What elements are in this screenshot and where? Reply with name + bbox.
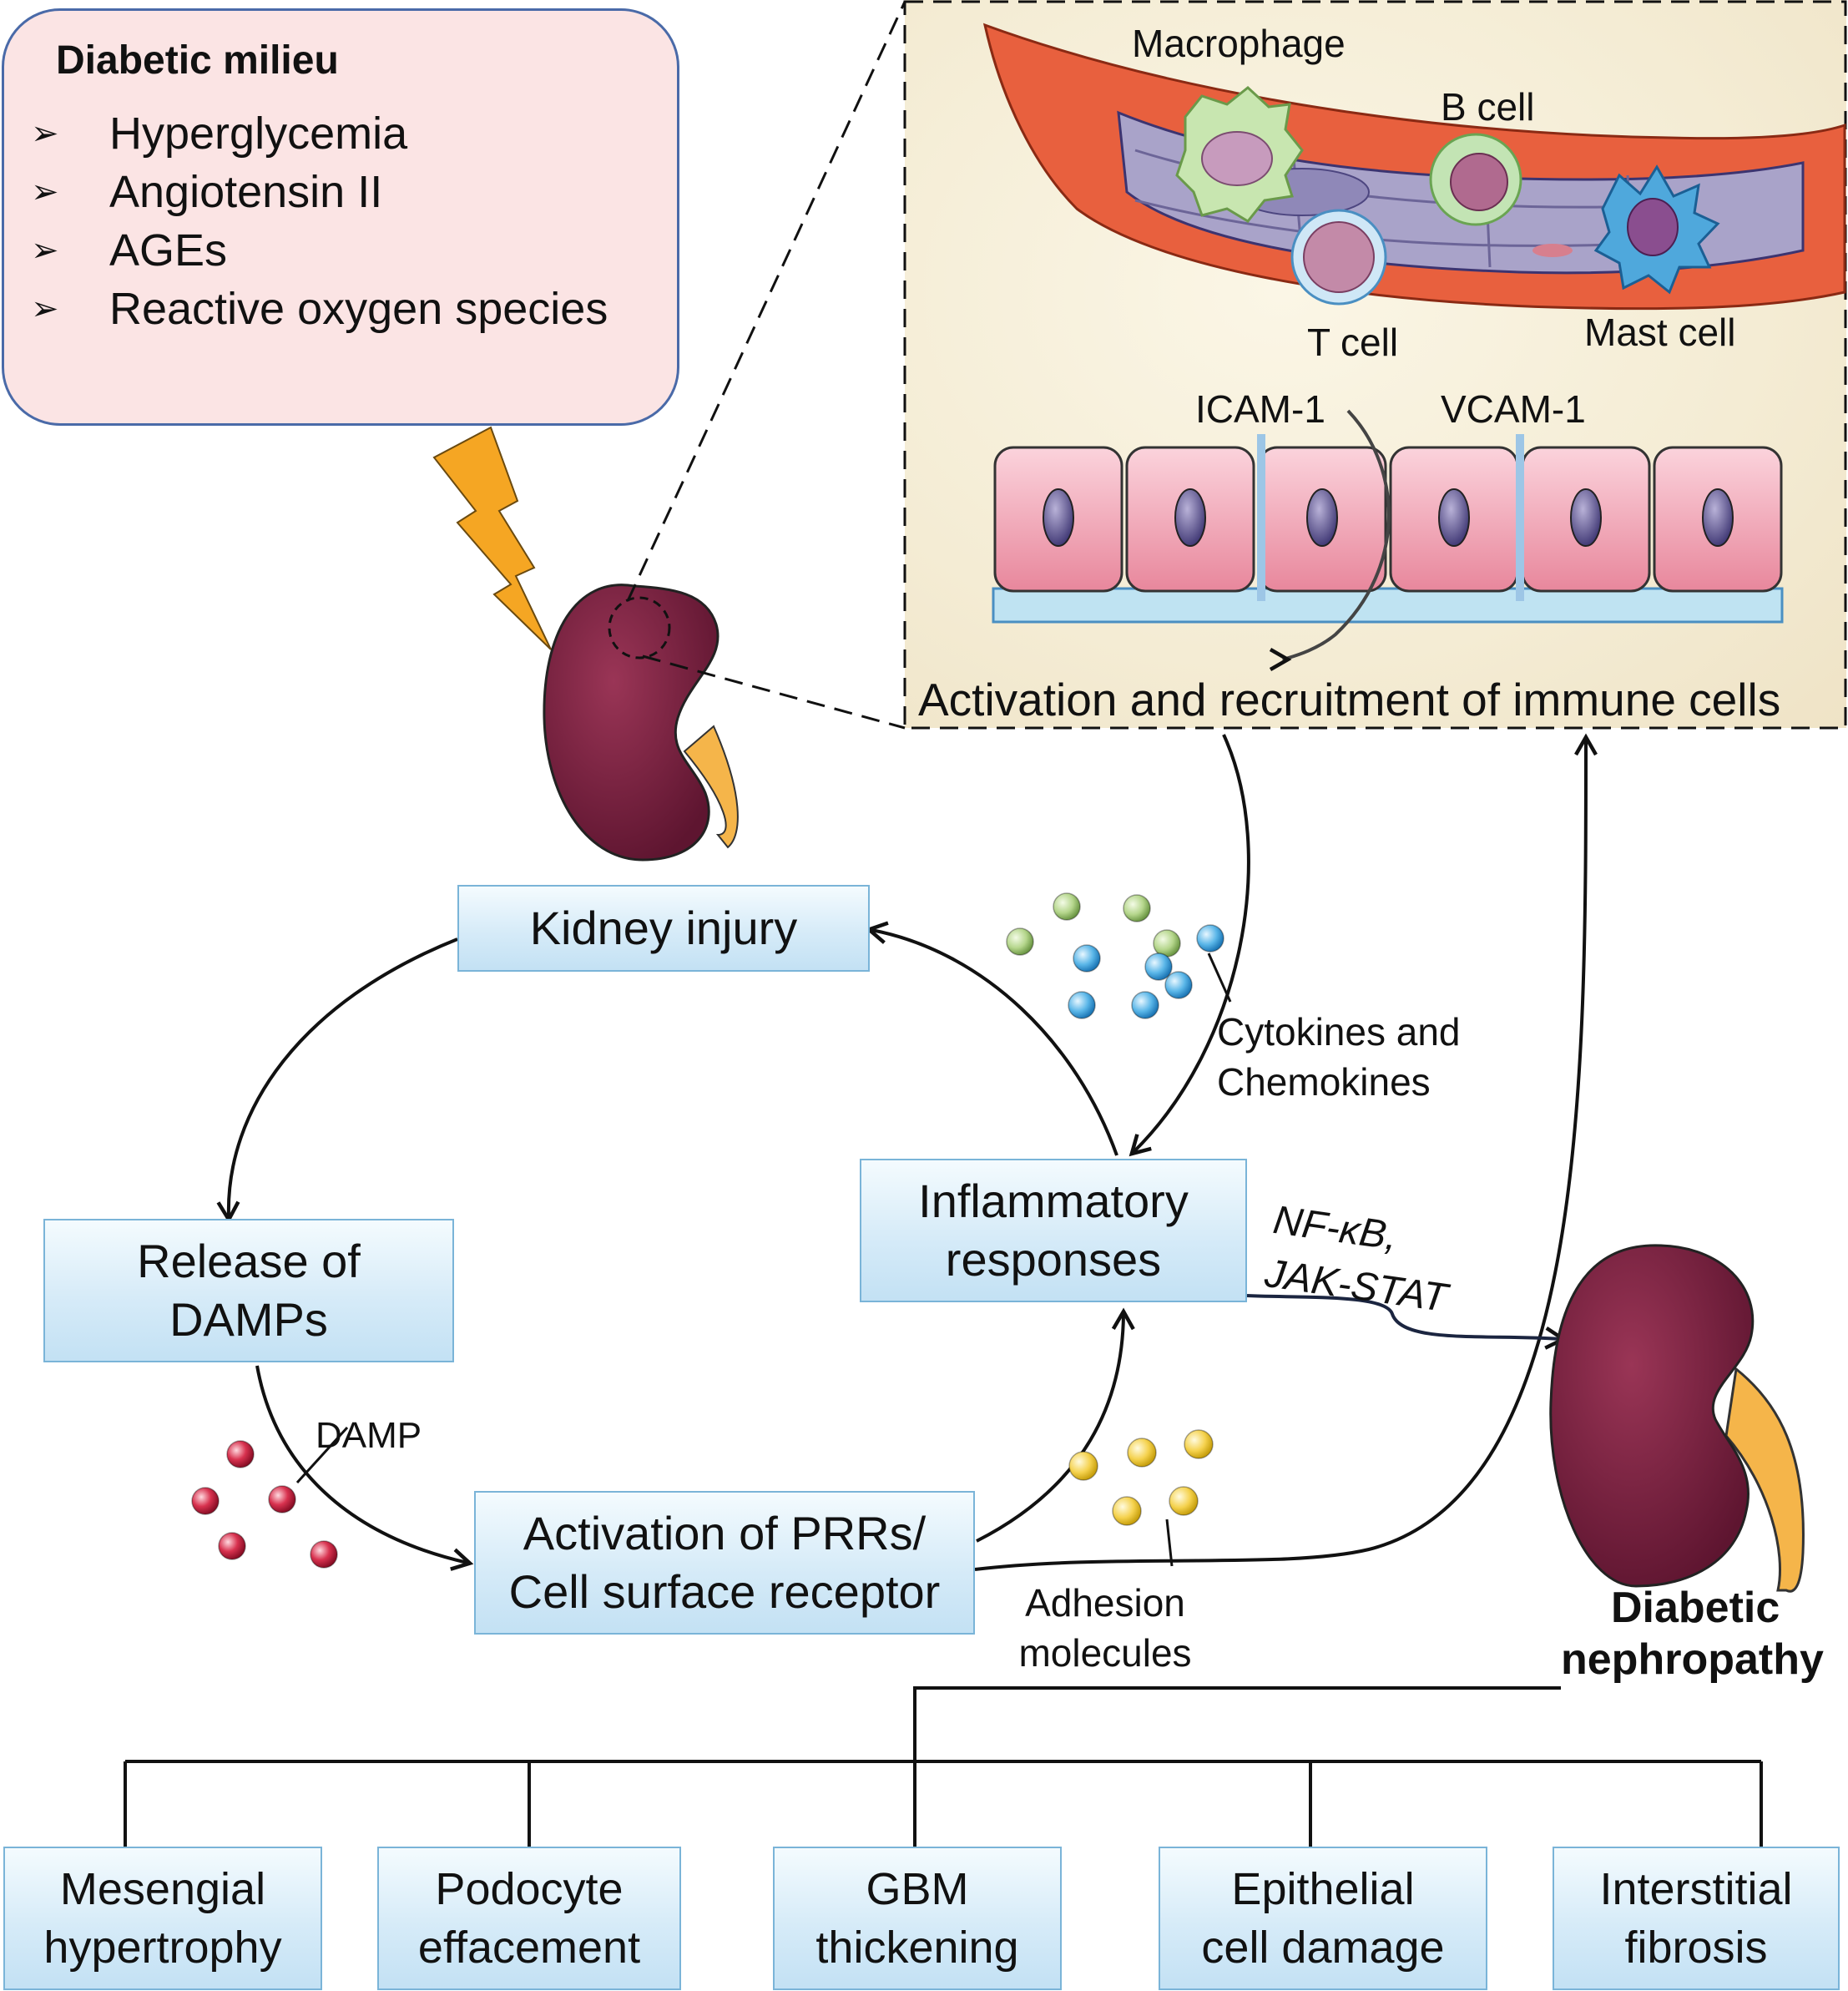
cell-nucleus xyxy=(1174,488,1206,547)
kidney-icon xyxy=(543,584,739,862)
endothelial-cell-row xyxy=(993,446,1783,593)
arrowhead-bullet-icon: ➢ xyxy=(31,291,59,327)
milieu-title: Diabetic milieu xyxy=(56,38,339,83)
list-item: ➢AGEs xyxy=(31,221,608,280)
arrowhead-bullet-icon: ➢ xyxy=(31,232,59,269)
cell-nucleus xyxy=(1043,488,1074,547)
diabetic-kidney-icon xyxy=(1549,1244,1805,1593)
cytokine-molecule xyxy=(1144,953,1173,981)
diabetic-nephropathy-title-line1: Diabetic xyxy=(1611,1584,1780,1632)
macrophage-icon xyxy=(1175,86,1304,223)
pointer-damp xyxy=(295,1426,349,1484)
damp-label: DAMP xyxy=(316,1415,422,1456)
pointer-adhesion xyxy=(1165,1519,1174,1567)
damp-molecule xyxy=(226,1440,255,1468)
arrow-inflammatory-to-injury xyxy=(865,921,1118,1156)
kidney-injury-box: Kidney injury xyxy=(457,885,870,972)
cell-nucleus xyxy=(1702,488,1734,547)
mast-cell-label: Mast cell xyxy=(1584,311,1736,354)
arrow-inset-to-inflammatory xyxy=(1128,734,1250,1157)
zoom-line-lower xyxy=(642,654,906,730)
cytokine-molecule xyxy=(1123,894,1151,922)
damp-molecule xyxy=(218,1532,246,1560)
adhesion-label-line1: Adhesion xyxy=(1025,1581,1185,1625)
adhesion-molecule xyxy=(1112,1496,1142,1526)
t-cell-icon xyxy=(1290,209,1387,306)
damp-molecule xyxy=(191,1487,220,1515)
cytokine-molecule xyxy=(1073,944,1101,973)
adhesion-molecule xyxy=(1127,1438,1157,1468)
cell-nucleus xyxy=(1570,488,1602,547)
blood-vessel xyxy=(982,23,1846,311)
adhesion-molecule xyxy=(1184,1429,1214,1459)
damp-molecule xyxy=(268,1485,296,1513)
adhesion-molecule xyxy=(1169,1486,1199,1516)
cytokine-molecules xyxy=(1006,892,1224,1019)
diabetic-nephropathy-title-line2: nephropathy xyxy=(1561,1635,1824,1684)
arrow-inflammatory-to-nephropathy xyxy=(1246,1294,1568,1350)
activation-of-prrs-box: Activation of PRRs/Cell surface receptor xyxy=(474,1491,975,1635)
recruitment-arrow xyxy=(1269,409,1391,671)
t-cell-label: T cell xyxy=(1307,321,1399,364)
icam-1-label: ICAM-1 xyxy=(1195,387,1325,431)
zoom-line-upper xyxy=(626,1,906,602)
list-item: ➢Hyperglycemia xyxy=(31,104,608,163)
cytokine-molecule xyxy=(1131,991,1159,1019)
b-cell-icon xyxy=(1429,133,1522,226)
list-item: ➢Angiotensin II xyxy=(31,163,608,221)
cytokine-molecule xyxy=(1068,991,1096,1019)
damp-molecule xyxy=(310,1540,338,1569)
cytokine-molecule xyxy=(1196,924,1224,953)
adhesion-molecule xyxy=(1068,1451,1098,1481)
arrow-damps-to-prrs xyxy=(255,1365,474,1571)
immune-inset-frame xyxy=(903,0,1847,730)
mast-cell-icon xyxy=(1593,164,1720,295)
cell-nucleus xyxy=(1438,488,1470,547)
arrow-injury-to-damps xyxy=(216,937,458,1224)
milieu-list: ➢Hyperglycemia ➢Angiotensin II ➢AGEs ➢Re… xyxy=(31,104,608,338)
cell-nucleus xyxy=(1306,488,1338,547)
vcam-1-label: VCAM-1 xyxy=(1441,387,1586,431)
lightning-bolt-icon xyxy=(432,426,552,650)
b-cell-label: B cell xyxy=(1441,85,1535,129)
adhesion-molecules xyxy=(1068,1429,1214,1526)
cytokines-label-line1: Cytokines and xyxy=(1217,1010,1461,1054)
cytokine-molecule xyxy=(1053,892,1081,921)
diabetic-milieu-panel: Diabetic milieu ➢Hyperglycemia ➢Angioten… xyxy=(2,8,679,426)
adhesion-label-line2: molecules xyxy=(1018,1631,1192,1675)
arrow-prrs-to-inflammatory xyxy=(976,1307,1135,1543)
arrowhead-bullet-icon: ➢ xyxy=(31,115,59,152)
list-item: ➢Reactive oxygen species xyxy=(31,280,608,338)
endothelium xyxy=(992,434,1784,624)
damp-molecules xyxy=(191,1440,338,1569)
arrow-prrs-to-recruitment xyxy=(974,733,1598,1571)
pointer-cytokines xyxy=(1207,953,1232,1003)
macrophage-label: Macrophage xyxy=(1132,22,1346,65)
arrowhead-bullet-icon: ➢ xyxy=(31,174,59,210)
cytokine-molecule xyxy=(1006,927,1034,956)
cytokine-molecule xyxy=(1153,929,1181,958)
cytokine-molecule xyxy=(1164,971,1193,999)
cytokines-label-line2: Chemokines xyxy=(1217,1060,1431,1104)
lesion-bracket xyxy=(124,1686,1763,1853)
inset-caption: Activation and recruitment of immune cel… xyxy=(918,674,1781,725)
